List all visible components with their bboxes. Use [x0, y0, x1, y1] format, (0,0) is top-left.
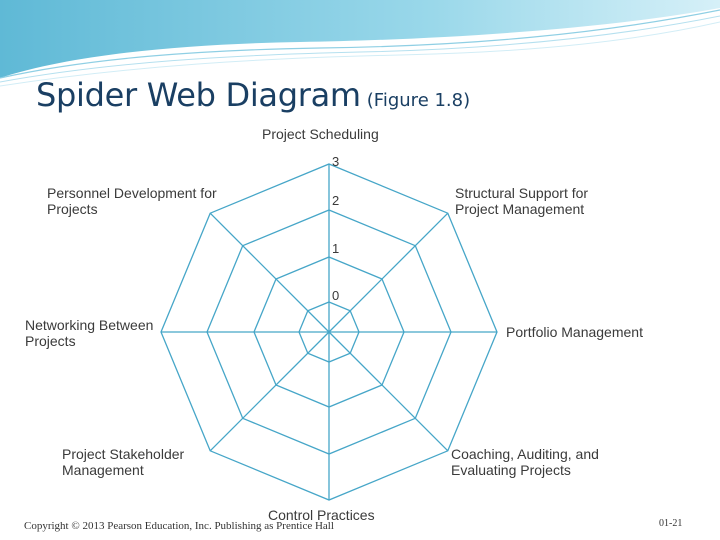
- footer-page-number: 01-21: [659, 518, 683, 529]
- axis-label-networking-text: Networking Between Projects: [25, 317, 154, 349]
- scale-label-0: 0: [332, 288, 340, 303]
- header-wave-decoration: [0, 0, 720, 87]
- axis-label-personnel-development-text: Personnel Development for Projects: [47, 185, 217, 217]
- slide-title-figure-ref: (Figure 1.8): [366, 90, 471, 111]
- slide-title: Spider Web Diagram(Figure 1.8): [36, 76, 470, 114]
- scale-label-1: 1: [332, 241, 340, 256]
- axis-label-stakeholder-management-text: Project Stakeholder Management: [62, 446, 185, 478]
- axis-label-stakeholder-management: Project Stakeholder Management: [62, 446, 210, 478]
- axis-label-project-scheduling: Project Scheduling: [262, 126, 379, 142]
- axis-label-personnel-development: Personnel Development for Projects: [47, 185, 227, 217]
- web-spoke-1: [328, 212, 449, 333]
- slide-title-main: Spider Web Diagram: [36, 76, 361, 114]
- axis-label-structural-support: Structural Support for Project Managemen…: [455, 185, 615, 217]
- scale-label-2: 2: [332, 193, 340, 208]
- axis-label-networking: Networking Between Projects: [25, 317, 155, 349]
- scale-label-3: 3: [332, 154, 340, 169]
- web-spoke-5: [209, 331, 330, 452]
- axis-label-coaching-auditing: Coaching, Auditing, and Evaluating Proje…: [451, 446, 631, 478]
- axis-label-control-practices: Control Practices: [268, 507, 375, 523]
- spider-web-diagram: [160, 163, 498, 501]
- web-spoke-3: [328, 331, 449, 452]
- axis-label-coaching-auditing-text: Coaching, Auditing, and Evaluating Proje…: [451, 446, 599, 478]
- footer-copyright: Copyright © 2013 Pearson Education, Inc.…: [24, 520, 334, 532]
- axis-label-portfolio-management: Portfolio Management: [506, 324, 643, 340]
- axis-label-structural-support-text: Structural Support for Project Managemen…: [455, 185, 589, 217]
- web-spoke-7: [209, 212, 330, 333]
